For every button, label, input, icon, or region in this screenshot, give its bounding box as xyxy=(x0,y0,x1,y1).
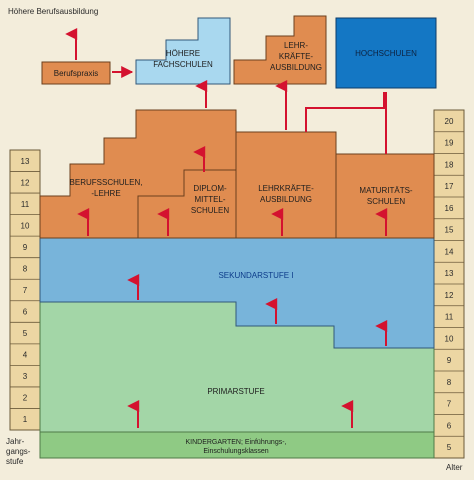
scale-tick-label: 15 xyxy=(445,226,454,235)
maturitaetsschulen-label-1: MATURITÄTS- xyxy=(359,186,413,195)
berufsschulen-label-1: BERUFSSCHULEN, xyxy=(70,178,143,187)
scale-tick-label: 9 xyxy=(23,243,28,252)
hoehere-berufsausbildung-label: Höhere Berufsausbildung xyxy=(8,7,98,16)
scale-tick-label: 7 xyxy=(447,400,452,409)
scale-tick-label: 8 xyxy=(447,378,452,387)
berufspraxis-label: Berufspraxis xyxy=(54,69,98,78)
lehrkraefte-top-label-2: KRÄFTE- xyxy=(279,52,314,61)
scale-tick-label: 6 xyxy=(447,421,452,430)
scale-tick-label: 14 xyxy=(445,247,454,256)
scale-tick-label: 17 xyxy=(445,182,454,191)
hoehere-fachschulen-box xyxy=(135,17,231,85)
hochschulen-label: HOCHSCHULEN xyxy=(355,49,417,58)
scale-tick-label: 10 xyxy=(445,334,454,343)
scale-tick-label: 18 xyxy=(445,160,454,169)
scale-tick-label: 2 xyxy=(23,394,28,403)
left-scale-column xyxy=(9,149,41,431)
sekundarstufe-band xyxy=(39,237,435,349)
scale-tick-label: 12 xyxy=(445,291,454,300)
jahrgangsstufe-caption-3: stufe xyxy=(6,457,24,466)
kindergarten-label-1: KINDERGARTEN; Einführungs-, xyxy=(185,439,286,446)
lehrkraefte-label-2: AUSBILDUNG xyxy=(260,195,312,204)
diplommittelschulen-label-2: MITTEL- xyxy=(194,195,225,204)
jahrgangsstufe-caption-2: gangs- xyxy=(6,447,31,456)
scale-tick-label: 5 xyxy=(23,329,28,338)
lehrkraefte-label-1: LEHRKRÄFTE- xyxy=(258,184,314,193)
sekundarstufe-label: SEKUNDARSTUFE I xyxy=(218,271,293,280)
scale-tick-label: 20 xyxy=(445,117,454,126)
scale-tick-label: 9 xyxy=(447,356,452,365)
connector-lines xyxy=(305,92,387,154)
alter-caption: Alter xyxy=(446,463,463,472)
scale-tick-label: 5 xyxy=(447,443,452,452)
left-scale-ticks: 13 12 11 10 9 8 7 6 5 4 3 2 1 xyxy=(10,157,40,424)
maturitaetsschulen-label-2: SCHULEN xyxy=(367,197,405,206)
scale-tick-label: 8 xyxy=(23,264,28,273)
kindergarten-label-2: Einschulungsklassen xyxy=(203,448,268,455)
scale-tick-label: 11 xyxy=(21,200,30,209)
right-scale-ticks: 20 19 18 17 16 15 14 13 12 11 10 9 8 7 6 5 xyxy=(434,117,464,452)
scale-tick-label: 11 xyxy=(445,313,454,322)
scale-tick-label: 13 xyxy=(445,269,454,278)
diplommittelschulen-label-1: DIPLOM- xyxy=(193,184,227,193)
berufsschulen-label-2: -LEHRE xyxy=(91,189,120,198)
kindergarten-band xyxy=(39,431,435,459)
lehrkraefte-ausbildung-block xyxy=(235,131,337,239)
lehrkraefte-top-label-1: LEHR- xyxy=(284,41,308,50)
scale-tick-label: 16 xyxy=(445,204,454,213)
hochschulen-box xyxy=(335,17,437,89)
diplommittelschulen-label-3: SCHULEN xyxy=(191,206,229,215)
scale-tick-label: 10 xyxy=(21,221,30,230)
lehrkraefte-ausbildung-top-box xyxy=(233,15,327,85)
primarstufe-label: PRIMARSTUFE xyxy=(207,387,264,396)
hoehere-fachschulen-label-2: FACHSCHULEN xyxy=(153,60,213,69)
hoehere-fachschulen-label-1: HÖHERE xyxy=(166,49,200,58)
scale-tick-label: 12 xyxy=(21,178,30,187)
lehrkraefte-top-label-3: AUSBILDUNG xyxy=(270,63,322,72)
scale-tick-label: 7 xyxy=(23,286,28,295)
scale-tick-label: 4 xyxy=(23,351,28,360)
berufspraxis-box xyxy=(41,61,111,85)
jahrgangsstufe-caption-1: Jahr- xyxy=(6,437,25,446)
scale-tick-label: 6 xyxy=(23,308,28,317)
scale-tick-label: 1 xyxy=(23,415,28,424)
scale-tick-label: 3 xyxy=(23,372,28,381)
scale-tick-label: 13 xyxy=(21,157,30,166)
scale-tick-label: 19 xyxy=(445,139,454,148)
